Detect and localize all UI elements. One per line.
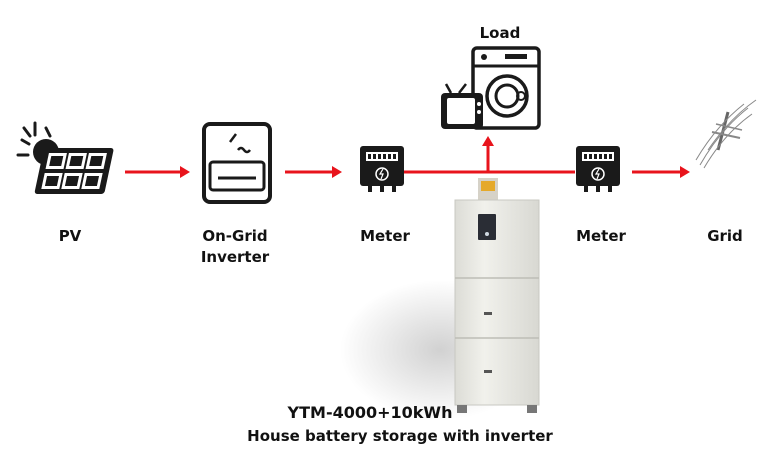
- flow-arrow-inverter-to-meter: [285, 166, 342, 178]
- electric-meter-icon: [576, 146, 620, 192]
- load-label: Load: [479, 24, 521, 42]
- power-pole-icon: [695, 99, 757, 169]
- meter-left-label: Meter: [360, 227, 410, 245]
- flow-arrow-meter-to-grid: [632, 166, 690, 178]
- grid-label: Grid: [707, 227, 743, 245]
- flow-arrow-pv-to-inverter: [125, 166, 190, 178]
- inverter-icon: [202, 122, 272, 204]
- battery-cabinet-icon: [340, 178, 540, 420]
- appliances-icon: [441, 46, 541, 130]
- pv-label: PV: [58, 227, 82, 245]
- inverter-label-line2: Inverter: [200, 248, 270, 266]
- flow-line-meter-to-meter: [404, 136, 575, 174]
- meter-right-label: Meter: [576, 227, 626, 245]
- electric-meter-icon: [360, 146, 404, 192]
- inverter-label-line1: On-Grid: [202, 227, 268, 245]
- solar-panel-icon: [16, 121, 114, 194]
- inverter-label: On-Grid Inverter: [180, 226, 290, 268]
- battery-description-label: House battery storage with inverter: [247, 427, 553, 445]
- battery-model-label: YTM-4000+10kWh: [287, 403, 453, 422]
